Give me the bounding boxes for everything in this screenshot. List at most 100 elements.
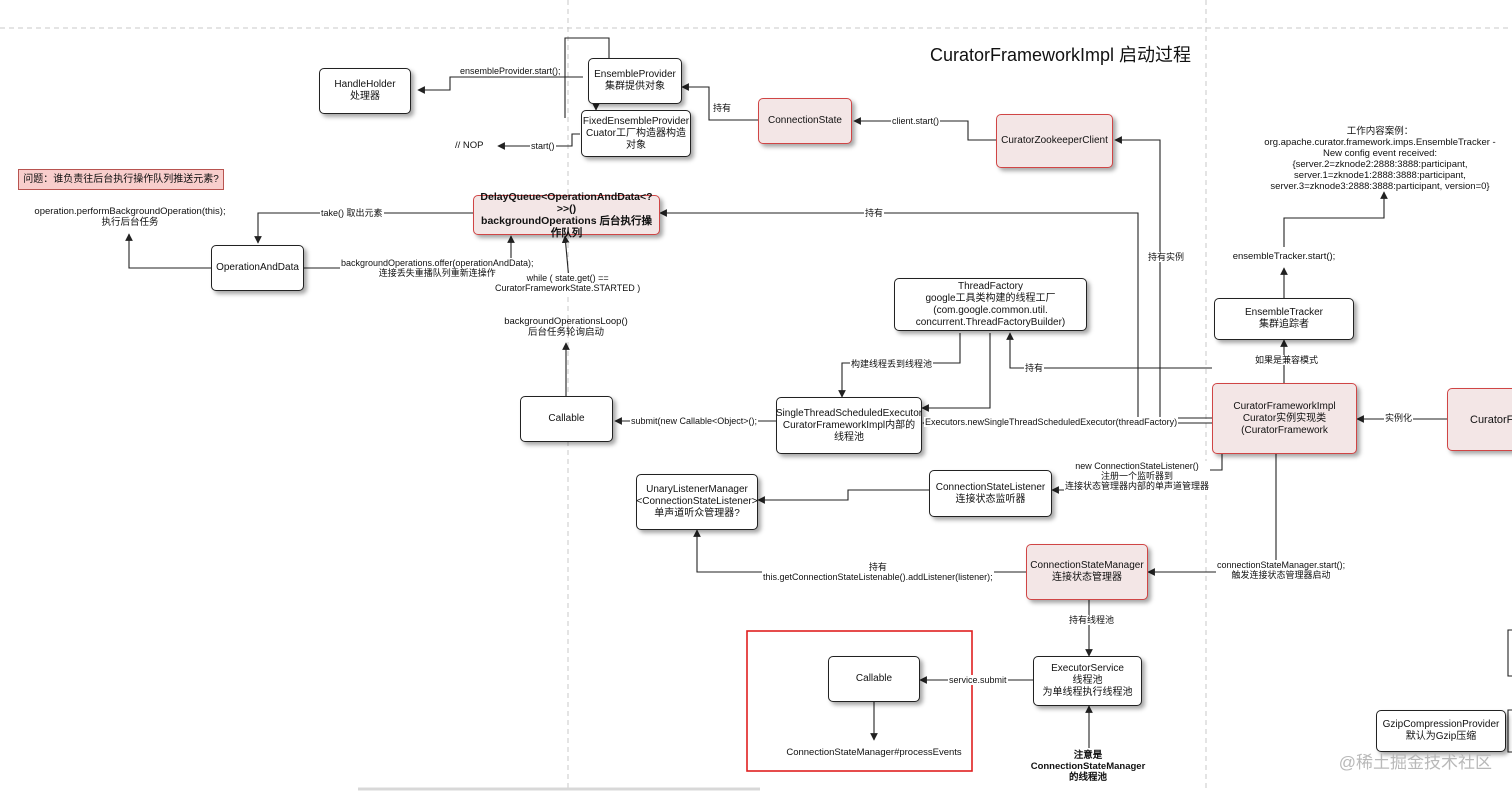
node-line: GzipCompressionProvider <box>1382 719 1500 730</box>
ensemble-provider-node[interactable]: EnsembleProvider 集群提供对象 <box>588 58 682 104</box>
node-line: CuratorF <box>1470 413 1512 426</box>
edge-label-if-compat: 如果是兼容模式 <box>1254 355 1320 365</box>
connection-state-manager-node[interactable]: ConnectionStateManager 连接状态管理器 <box>1026 544 1148 600</box>
label-line: 连接丢失重播队列重新连操作 <box>378 268 496 278</box>
text-line: 后台任务轮询启动 <box>527 327 604 338</box>
background-operations-loop-text: backgroundOperationsLoop() 后台任务轮询启动 <box>496 316 636 338</box>
node-line: concurrent.ThreadFactoryBuilder) <box>915 316 1066 328</box>
single-thread-executor-node[interactable]: SingleThreadScheduledExecutor CuratorFra… <box>776 397 922 454</box>
node-line: CuratorFrameworkImpl <box>1233 400 1336 412</box>
node-line: OperationAndData <box>216 262 299 273</box>
edge-label-holds-2: 持有 <box>864 208 885 218</box>
label-line: CuratorFrameworkState.STARTED ) <box>495 283 641 293</box>
text-line: New config event received: <box>1322 148 1438 159</box>
text-line: 工作内容案例： <box>1346 126 1414 137</box>
node-line: ConnectionStateManager <box>1030 560 1144 571</box>
node-line: CuratorZookeeperClient <box>1001 135 1108 146</box>
text-line: 注意是 <box>1073 750 1103 761</box>
edge-label-service-submit: service.submit <box>948 675 1008 685</box>
node-line: ExecutorService <box>1051 663 1124 674</box>
edge-lines <box>125 37 1512 753</box>
callable-bottom-node[interactable]: Callable <box>828 656 920 702</box>
ensemble-tracker-start-text: ensembleTracker.start(); <box>1232 251 1336 262</box>
curator-framework-partial-node[interactable]: CuratorF <box>1447 388 1512 451</box>
node-line: (com.google.common.util. <box>933 304 1048 316</box>
work-content-text: 工作内容案例： org.apache.curator.framework.imp… <box>1254 126 1506 192</box>
node-line: FixedEnsembleProvider <box>582 115 690 127</box>
edge-label-add-listener: 持有 this.getConnectionStateListenable().a… <box>762 562 994 582</box>
text-line: ConnectionStateManager <box>1030 761 1146 772</box>
callable-top-node[interactable]: Callable <box>520 396 613 442</box>
text-line: {server.2=zknode2:2888:3888:participant, <box>1292 159 1468 170</box>
text-line: server.1=zknode1:2888:3888:participant, <box>1294 170 1466 181</box>
label-line: 持有 <box>868 562 887 572</box>
delay-queue-node[interactable]: DelayQueue<OperationAndData<?>>() backgr… <box>473 191 660 239</box>
label-line: backgroundOperations.offer(operationAndD… <box>341 258 534 268</box>
node-line: 处理器 <box>350 91 380 102</box>
label-line: 触发连接状态管理器启动 <box>1231 570 1331 580</box>
node-line: EnsembleTracker <box>1245 307 1323 318</box>
text-line: operation.performBackgroundOperation(thi… <box>34 206 226 217</box>
node-line: Callable <box>855 673 893 684</box>
node-line: backgroundOperations 后台执行操作队列 <box>481 215 652 239</box>
node-line: ConnectionStateListener <box>935 481 1046 493</box>
executor-service-node[interactable]: ExecutorService 线程池 为单线程执行线程池 <box>1033 656 1142 706</box>
highlight-box <box>746 630 973 772</box>
edge-label-offer: backgroundOperations.offer(operationAndD… <box>340 258 535 278</box>
text-line: org.apache.curator.framework.imps.Ensemb… <box>1264 137 1496 148</box>
edge-label-submit-callable: submit(new Callable<Object>(); <box>630 416 759 426</box>
label-line: new ConnectionStateListener() <box>1075 461 1199 471</box>
node-line: 为单线程执行线程池 <box>1042 687 1133 698</box>
unary-listener-manager-node[interactable]: UnaryListenerManager <ConnectionStateLis… <box>636 474 758 530</box>
node-line: Cuator工厂构造器构造对象 <box>585 127 686 151</box>
text-line: 的线程池 <box>1068 772 1107 783</box>
thread-factory-node[interactable]: ThreadFactory google工具类构建的线程工厂 (com.goog… <box>894 278 1087 331</box>
text-line: backgroundOperationsLoop() <box>504 316 628 327</box>
node-line: <ConnectionStateListener> <box>636 496 758 507</box>
node-line: ConnectionState <box>768 115 842 126</box>
gzip-compression-provider-node[interactable]: GzipCompressionProvider 默认为Gzip压缩 <box>1376 710 1506 752</box>
connection-state-node[interactable]: ConnectionState <box>758 98 852 144</box>
handle-holder-node[interactable]: HandleHolder 处理器 <box>319 68 411 114</box>
node-line: 集群提供对象 <box>605 81 665 92</box>
node-line: EnsembleProvider <box>594 69 676 80</box>
curator-framework-impl-node[interactable]: CuratorFrameworkImpl Curator实例实现类 (Curat… <box>1212 383 1357 454</box>
edge-label-client-start: client.start() <box>891 116 941 126</box>
node-line: CuratorFrameworkImpl内部的线程池 <box>782 419 916 443</box>
fixed-ensemble-provider-node[interactable]: FixedEnsembleProvider Cuator工厂构造器构造对象 <box>581 110 691 157</box>
edge-label-csm-start: connectionStateManager.start(); 触发连接状态管理… <box>1216 560 1347 580</box>
node-line: Curator实例实现类 <box>1242 412 1327 424</box>
curator-zookeeper-client-node[interactable]: CuratorZookeeperClient <box>996 114 1113 168</box>
node-line: UnaryListenerManager <box>646 484 748 495</box>
edge-label-instantiate: 实例化 <box>1384 413 1414 423</box>
edge-label-holds-1: 持有 <box>712 103 733 113</box>
thread-pool-note: 注意是 ConnectionStateManager 的线程池 <box>1026 750 1150 783</box>
node-line: ThreadFactory <box>957 280 1024 292</box>
label-line: while ( state.get() == <box>526 273 609 283</box>
edge-label-build-pool: 构建线程丢到线程池 <box>850 359 934 369</box>
edge-label-holds-3: 持有 <box>1024 363 1045 373</box>
ensemble-tracker-node[interactable]: EnsembleTracker 集群追踪者 <box>1214 298 1354 340</box>
process-events-text: ConnectionStateManager#processEvents <box>786 747 962 758</box>
edge-label-holds-pool: 持有线程池 <box>1068 615 1116 625</box>
operation-and-data-node[interactable]: OperationAndData <box>211 245 304 291</box>
connection-state-listener-node[interactable]: ConnectionStateListener 连接状态监听器 <box>929 470 1052 517</box>
node-line: SingleThreadScheduledExecutor <box>775 407 923 419</box>
node-line: 连接状态管理器 <box>1052 572 1122 583</box>
label-line: 连接状态管理器内部的单声道管理器 <box>1065 481 1210 491</box>
node-line: DelayQueue<OperationAndData<?>>() <box>480 191 653 215</box>
text-line: 执行后台任务 <box>101 217 159 228</box>
node-line: 连接状态监听器 <box>955 493 1026 505</box>
page-title: CuratorFrameworkImpl 启动过程 <box>930 45 1192 65</box>
edge-label-ensemble-provider-start: ensembleProvider.start(); <box>459 66 562 76</box>
edge-label-start-call: start() <box>530 141 556 151</box>
edge-label-new-listener: new ConnectionStateListener() 注册一个监听器到 连… <box>1064 461 1211 491</box>
node-line: Callable <box>548 413 585 424</box>
perform-background-operation-text: operation.performBackgroundOperation(thi… <box>30 206 230 228</box>
nop-text: // NOP <box>455 140 484 151</box>
label-line: 注册一个监听器到 <box>1101 471 1174 481</box>
node-line: 单声道听众管理器? <box>654 508 740 519</box>
watermark-text: @稀土掘金技术社区 <box>1338 753 1492 772</box>
text-line: server.3=zknode3:2888:3888:participant, … <box>1270 181 1490 192</box>
